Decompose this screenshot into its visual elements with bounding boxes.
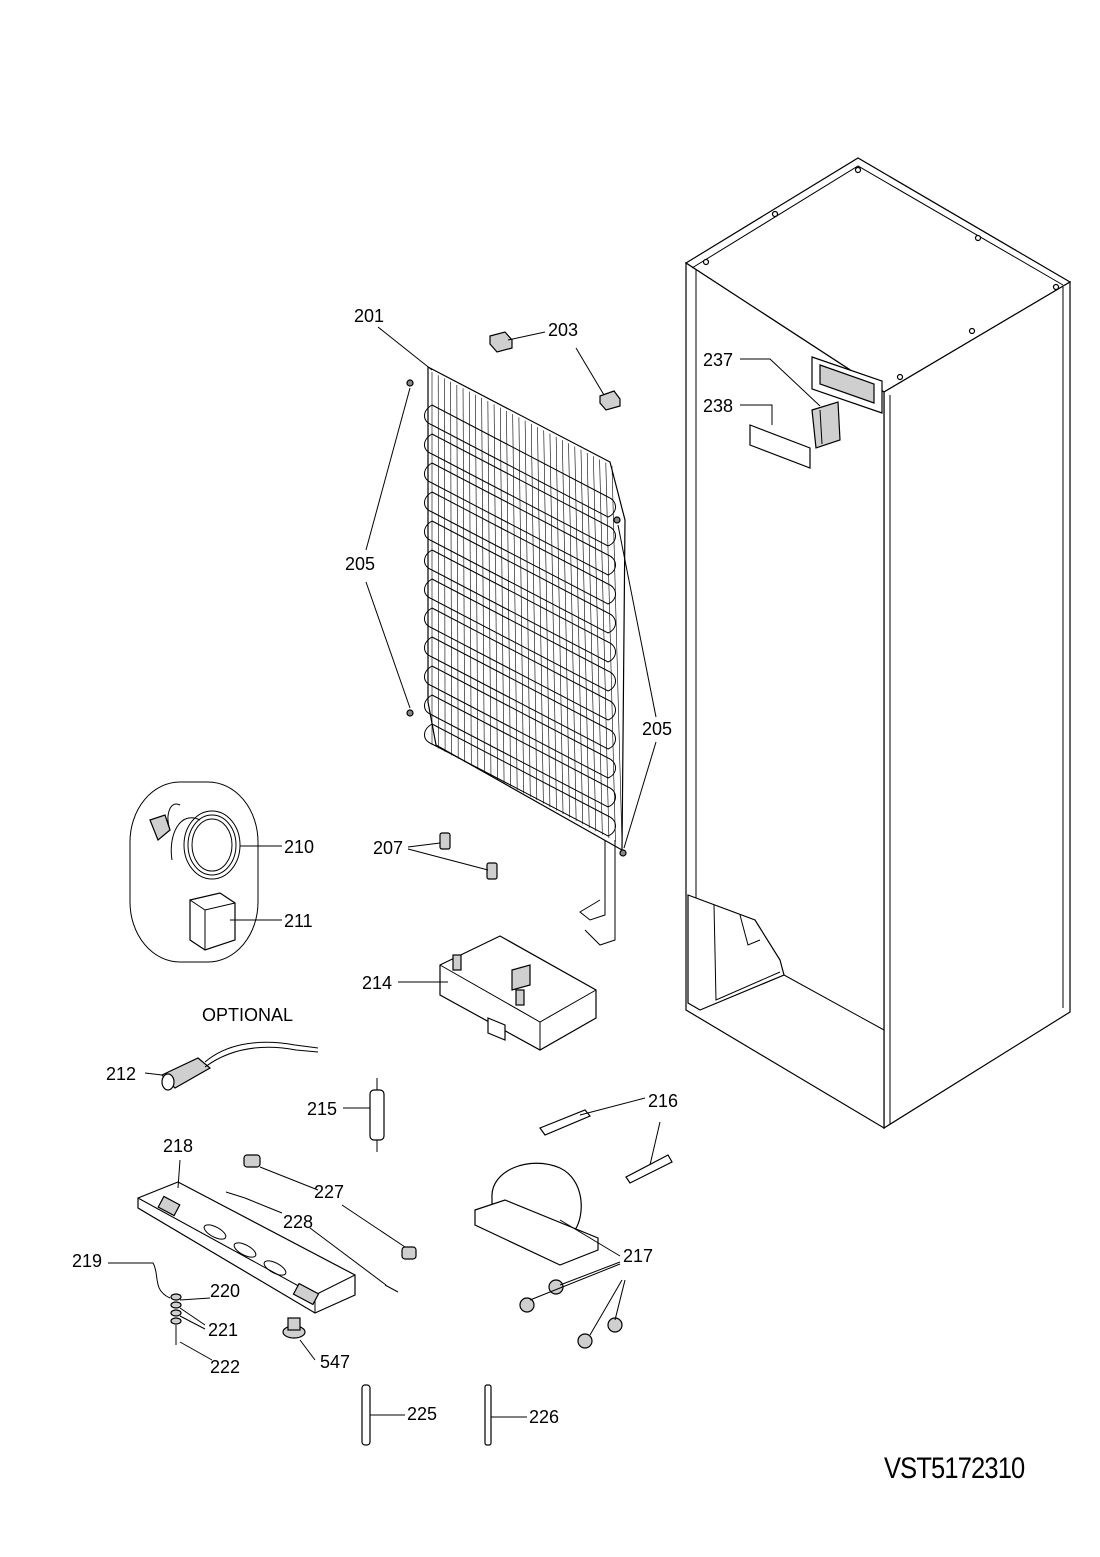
part-215-filter-drier xyxy=(369,1078,385,1152)
label-218: 218 xyxy=(163,1136,193,1156)
label-214: 214 xyxy=(362,973,392,993)
label-205-right: 205 xyxy=(642,719,672,739)
part-217-compressor xyxy=(474,1162,623,1349)
part-205-screws xyxy=(406,379,627,857)
label-205-left: 205 xyxy=(345,554,375,574)
part-237-thermostat xyxy=(811,401,841,449)
label-220: 220 xyxy=(210,1281,240,1301)
leader-lines xyxy=(108,326,821,1418)
label-225: 225 xyxy=(407,1404,437,1424)
part-216-brackets xyxy=(539,1109,673,1184)
condenser-coil-loop xyxy=(424,491,616,605)
condenser-coil-loop xyxy=(424,462,616,576)
label-221: 221 xyxy=(208,1320,238,1340)
label-203: 203 xyxy=(548,320,578,340)
part-238-cover xyxy=(749,424,811,469)
condenser-coil-loop xyxy=(424,607,616,721)
condenser-coil-loop xyxy=(424,549,616,663)
part-218-base-plate xyxy=(137,1181,356,1314)
label-215: 215 xyxy=(307,1099,337,1119)
part-225-tube xyxy=(361,1384,371,1446)
condenser-coil-loop xyxy=(424,433,616,547)
label-211: 211 xyxy=(284,911,313,931)
label-212: 212 xyxy=(106,1064,136,1084)
label-237: 237 xyxy=(703,350,733,370)
part-220-222-fasteners xyxy=(170,1293,182,1345)
part-labels: 201 203 205 205 207 210 211 214 OPTIONAL… xyxy=(72,306,733,1427)
label-201: 201 xyxy=(354,306,384,326)
label-228: 228 xyxy=(283,1212,313,1232)
part-201-condenser xyxy=(424,366,626,946)
label-optional: OPTIONAL xyxy=(202,1005,293,1025)
part-547-foot xyxy=(282,1317,306,1339)
part-210-power-cord xyxy=(149,803,241,880)
part-214-drip-tray xyxy=(439,935,597,1051)
label-222: 222 xyxy=(210,1357,240,1377)
condenser-wire xyxy=(611,465,623,846)
condenser-coil-loop xyxy=(424,723,616,837)
condenser-coil-loop xyxy=(424,578,616,692)
condenser-coil-loop xyxy=(424,694,616,808)
condenser-coil-loop xyxy=(424,404,616,518)
label-217: 217 xyxy=(623,1246,653,1266)
label-226: 226 xyxy=(529,1407,559,1427)
label-238: 238 xyxy=(703,396,733,416)
part-211-box xyxy=(189,892,236,951)
cable-kit-oval xyxy=(129,781,259,963)
part-227-sleeve xyxy=(243,1154,417,1260)
drawing-code: VST5172310 xyxy=(884,1452,1025,1485)
part-212-capacitor xyxy=(160,1041,319,1091)
label-547: 547 xyxy=(320,1352,350,1372)
condenser-coil-loop xyxy=(424,636,616,750)
part-228-pin xyxy=(225,1191,399,1293)
label-219: 219 xyxy=(72,1251,102,1271)
condenser-coil-loop xyxy=(424,665,616,779)
label-210: 210 xyxy=(284,837,314,857)
condenser-coil-loop xyxy=(424,520,616,634)
part-226-tube xyxy=(484,1384,492,1446)
part-203-spacer xyxy=(489,331,621,411)
label-216: 216 xyxy=(648,1091,678,1111)
part-207-grommets xyxy=(439,832,498,880)
label-207: 207 xyxy=(373,838,403,858)
label-227: 227 xyxy=(314,1182,344,1202)
refrigerator-cabinet xyxy=(684,157,1072,1130)
